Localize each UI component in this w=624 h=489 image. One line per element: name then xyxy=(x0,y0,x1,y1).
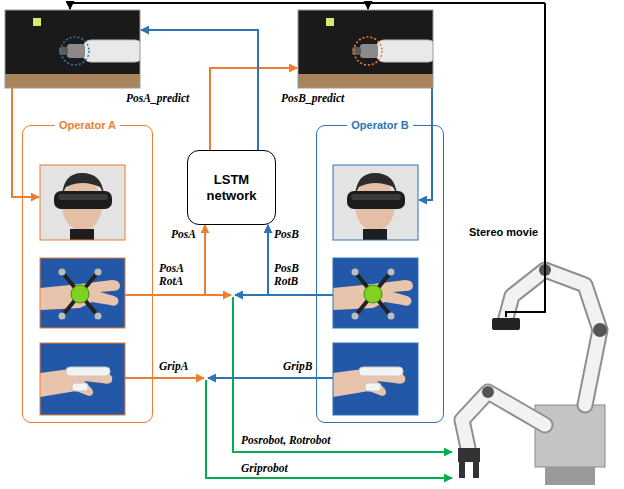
signal-wire xyxy=(208,377,333,379)
robot-illustration xyxy=(462,392,545,448)
signal-label: PosB_predict xyxy=(280,92,345,105)
group-heading: Operator B xyxy=(347,118,412,132)
signal-label: GripA xyxy=(158,360,189,373)
signal-wire xyxy=(210,68,297,150)
edge-label: PosA xyxy=(170,228,197,241)
signal-wire xyxy=(141,30,258,150)
group-heading: Operator A xyxy=(55,118,120,132)
signal-wire xyxy=(235,294,268,296)
robot-illustration xyxy=(458,264,607,485)
box-label: LSTM network xyxy=(194,172,269,204)
robot-illustration xyxy=(458,448,480,462)
signal-arrow xyxy=(268,225,316,295)
signal-wire xyxy=(12,88,39,197)
signal-wire xyxy=(205,294,231,296)
camera-view-photo xyxy=(5,10,143,88)
connector-group xyxy=(153,225,316,295)
operator-photo xyxy=(40,165,418,415)
robot-illustration xyxy=(492,318,520,330)
camera-view-photo xyxy=(298,10,436,88)
robot-illustration xyxy=(506,270,600,405)
operator-group: Operator A xyxy=(22,125,153,423)
signal-label: PosB RotB xyxy=(273,262,313,288)
robot-illustration xyxy=(459,462,465,478)
operator-photo xyxy=(333,165,418,240)
operator-photo xyxy=(333,258,418,328)
signal-wire xyxy=(125,377,204,379)
operator-photo xyxy=(40,343,125,415)
signal-wire xyxy=(125,294,153,296)
robot-illustration xyxy=(593,323,607,337)
stream-label: Stereo movie xyxy=(468,226,539,239)
process-box: LSTM network xyxy=(187,150,276,225)
signal-label: PosA RotA xyxy=(158,262,198,288)
operator-photo xyxy=(40,343,125,415)
signal-label: GripB xyxy=(282,360,313,373)
signal-arrow xyxy=(153,225,205,295)
operator-photo xyxy=(40,165,125,240)
robot-illustration xyxy=(473,462,479,478)
robot-illustration xyxy=(506,270,600,405)
robot-illustration xyxy=(535,405,605,467)
signal-wire xyxy=(506,3,545,317)
operator-photo xyxy=(333,343,418,415)
signal-wire xyxy=(419,88,432,200)
operator-photo xyxy=(333,258,418,328)
robot-illustration xyxy=(482,386,494,398)
operator-photo xyxy=(40,258,125,328)
signal-wire xyxy=(233,297,452,452)
signal-wire xyxy=(12,3,545,478)
operator-photo xyxy=(333,165,418,240)
signal-wire xyxy=(70,3,545,9)
operator-photo xyxy=(333,343,418,415)
signal-label: Griprobot xyxy=(240,462,289,475)
operator-group: Operator B xyxy=(316,125,444,423)
operator-photo xyxy=(40,258,125,328)
signal-label: Posrobot, Rotrobot xyxy=(240,434,331,447)
camera-view-photo xyxy=(298,10,433,88)
camera-view-photo xyxy=(5,10,140,88)
robot-illustration xyxy=(545,467,595,485)
signal-label: PosA_predict xyxy=(125,92,190,105)
camera-view-photo xyxy=(61,37,89,65)
signal-wire xyxy=(206,380,452,478)
operator-photo xyxy=(40,165,125,240)
camera-view-photo xyxy=(354,37,382,65)
camera-view-photo xyxy=(5,10,436,88)
signal-wire xyxy=(316,294,333,296)
signal-wire xyxy=(367,3,369,9)
edge-label: PosB xyxy=(273,228,300,241)
robot-illustration xyxy=(462,392,545,448)
